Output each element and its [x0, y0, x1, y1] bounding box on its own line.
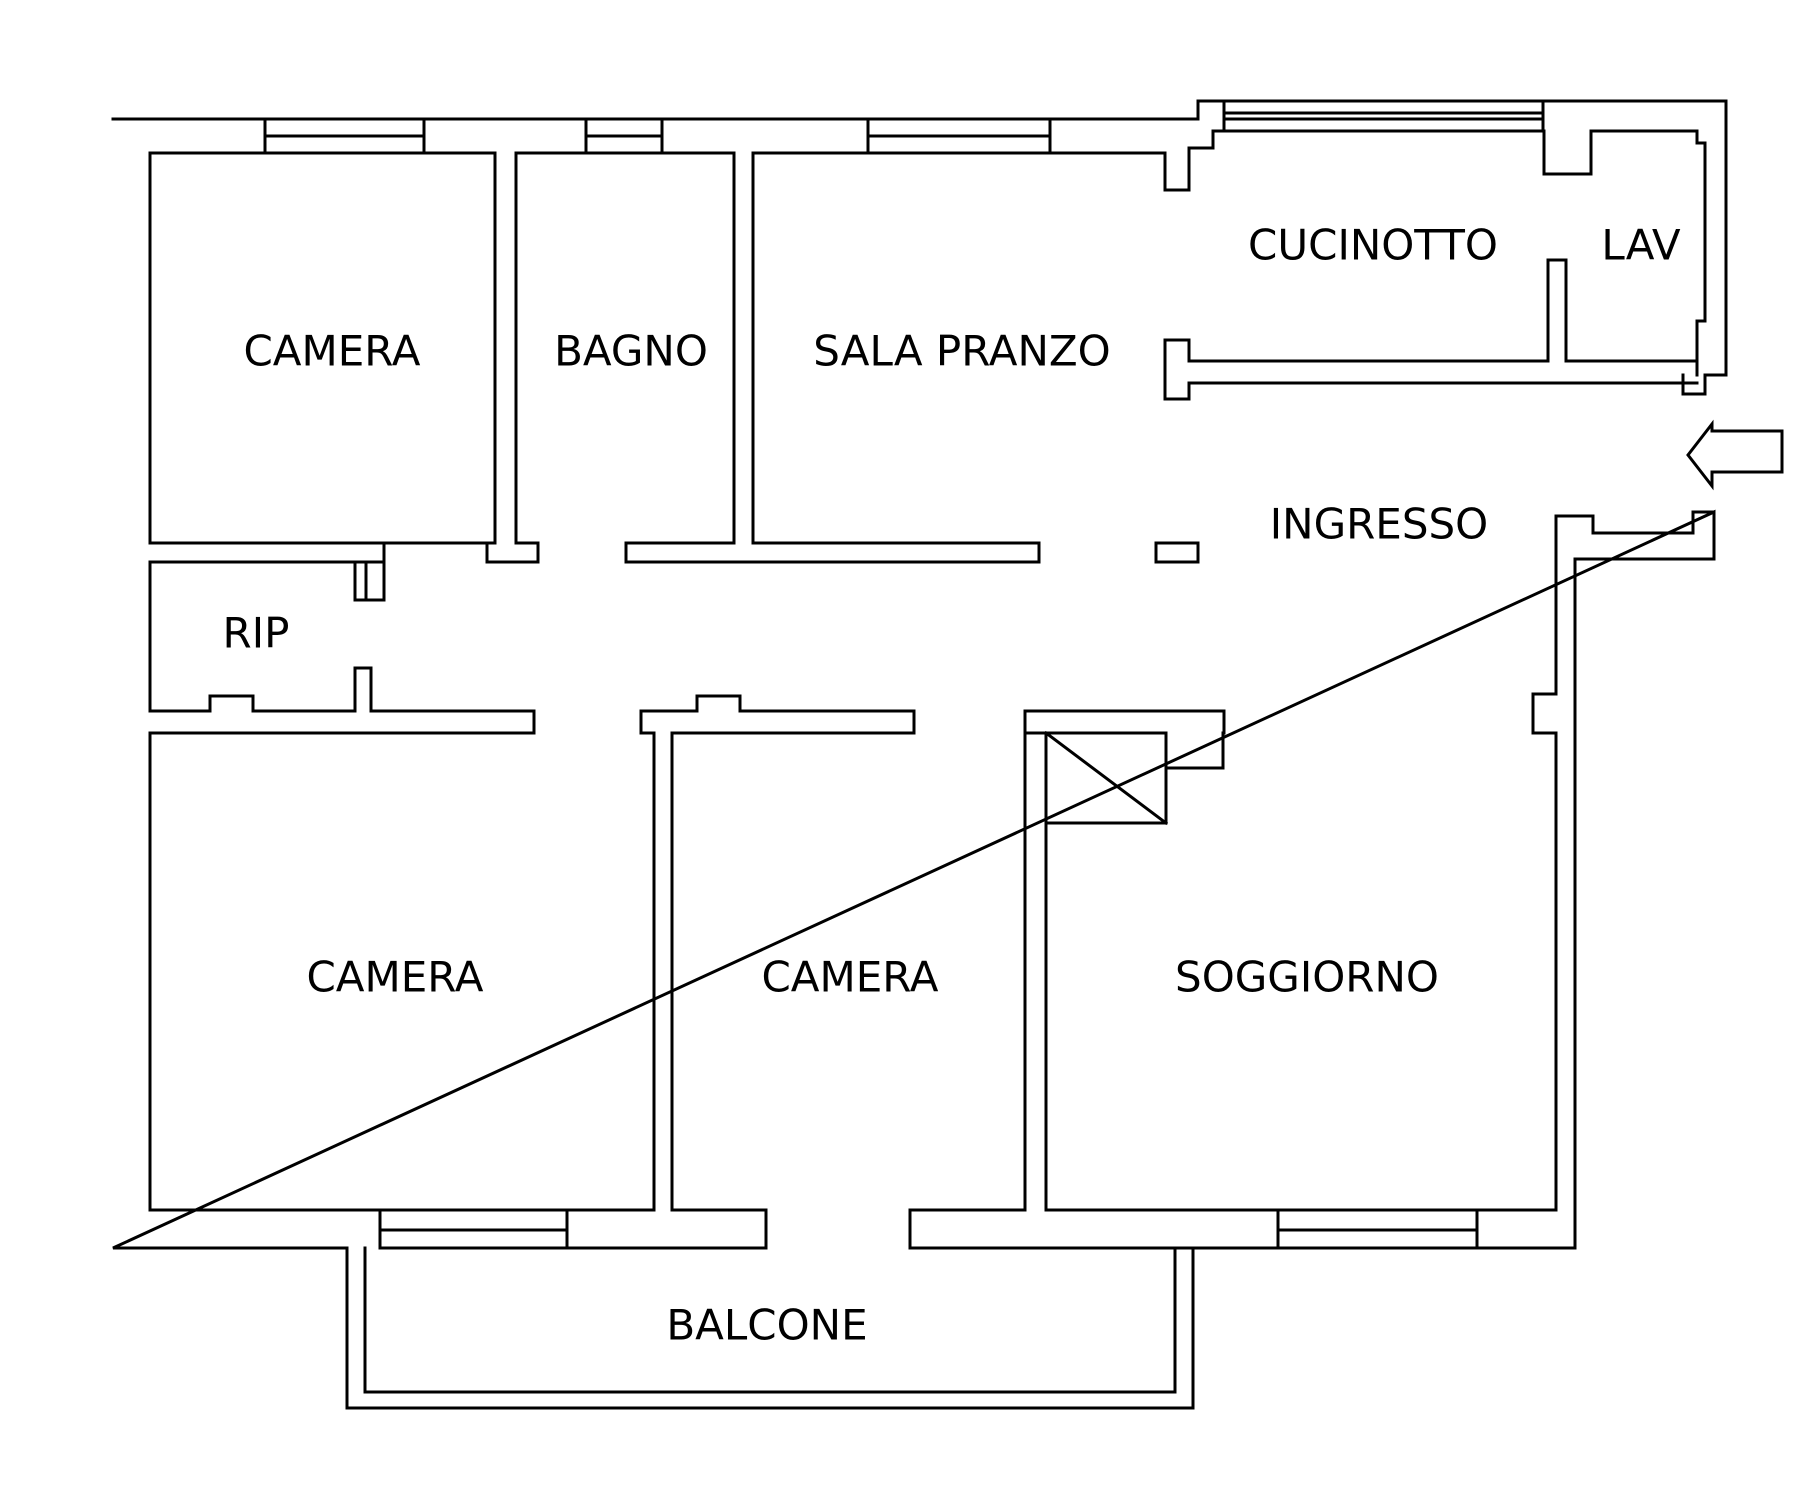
label-soggiorno: SOGGIORNO	[1175, 953, 1439, 1002]
ingresso-walls	[1023, 510, 1716, 1212]
label-lav: LAV	[1601, 221, 1680, 270]
room-labels: CAMERA BAGNO SALA PRANZO CUCINOTTO LAV I…	[223, 221, 1681, 1350]
label-bagno: BAGNO	[554, 327, 708, 376]
label-camera-bottom-left: CAMERA	[306, 953, 483, 1002]
balcone-walls	[363, 1246, 1177, 1394]
label-sala-pranzo: SALA PRANZO	[813, 327, 1110, 376]
label-cucinotto: CUCINOTTO	[1248, 221, 1498, 270]
windows-top	[263, 99, 1545, 155]
top-rooms-walls	[148, 129, 1707, 564]
label-camera-bottom-middle: CAMERA	[761, 953, 938, 1002]
outer-walls	[111, 99, 1728, 1410]
exterior-wall	[111, 99, 1728, 1410]
label-ingresso: INGRESSO	[1270, 500, 1488, 549]
label-camera-top: CAMERA	[243, 327, 420, 376]
label-balcone: BALCONE	[666, 1301, 867, 1350]
label-rip: RIP	[223, 609, 290, 658]
arrow-left-icon	[1686, 419, 1784, 491]
stair-box	[1043, 730, 1169, 826]
rip-walls	[148, 560, 536, 735]
windows-bottom	[378, 1208, 1479, 1250]
